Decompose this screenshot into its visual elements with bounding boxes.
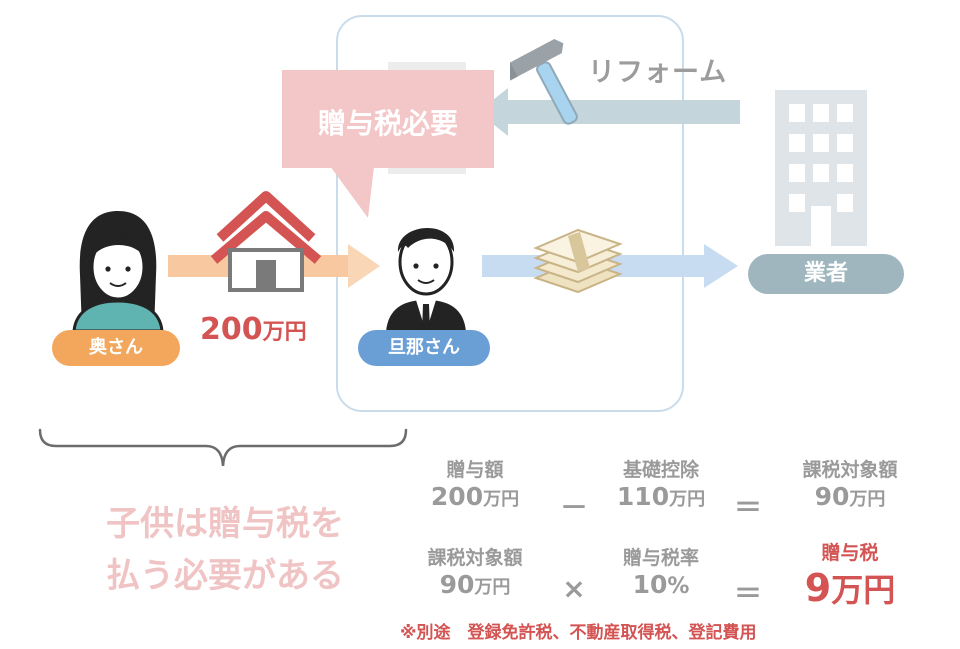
note-line-2: 払う必要がある [106,556,344,596]
hammer-icon [510,38,578,125]
brace-icon [38,428,408,467]
note-line-1: 子供は贈与税を [106,504,344,544]
row1-eq: ＝ [733,491,762,524]
row1-a-label: 贈与額 [446,459,504,481]
row2-c-num: 9 [804,566,832,610]
footnote: ※別途 登録免許税、不動産取得税、登記費用 [400,623,757,643]
row1-a: 贈与額 200万円 [410,455,540,511]
wife-label: 奥さん [52,330,180,366]
row1-b-num: 110 [616,482,670,511]
man-avatar-icon [386,227,466,332]
row1-op: － [559,491,588,524]
row1-c-label: 課税対象額 [802,459,898,481]
row2-a-label: 課税対象額 [427,547,523,569]
row1-b: 基礎控除 110万円 [596,455,726,511]
money-bundle-icon [533,228,623,294]
row1-c-num: 90 [814,482,850,511]
row2-a-num: 90 [439,570,475,599]
row2-b-unit: % [667,574,690,599]
row2-eq: ＝ [733,577,762,610]
row1-c: 課税対象額 90万円 [780,455,920,511]
row2-b-num: 10 [632,570,668,599]
gift-amount: 200万円 [200,312,307,347]
note-text: 子供は贈与税を 払う必要がある [60,498,390,602]
row1-b-label: 基礎控除 [622,459,699,481]
row2-c-label: 贈与税 [821,542,879,564]
row1-c-unit: 万円 [849,489,886,510]
row2-op: × [562,572,586,605]
reform-label: リフォーム [588,57,728,88]
row2-b-label: 贈与税率 [622,547,699,569]
gift-amount-number: 200 [200,312,263,347]
husband-frame [336,15,684,412]
row2-c-unit: 万円 [831,571,896,609]
gift-tax-balloon [282,70,494,218]
contractor-label: 業者 [748,254,904,294]
gift-tax-needed-text: 贈与税必要 [317,107,458,140]
row2-c: 贈与税 9万円 [780,538,920,611]
row2-a-unit: 万円 [474,577,511,598]
row2-a: 課税対象額 90万円 [410,543,540,599]
husband-label: 旦那さん [358,330,490,366]
row1-a-num: 200 [430,482,484,511]
building-icon [775,90,867,246]
gift-amount-unit: 万円 [262,320,307,345]
woman-avatar-icon [72,211,164,331]
row1-b-unit: 万円 [669,489,706,510]
row1-a-unit: 万円 [483,489,520,510]
row2-b: 贈与税率 10% [596,543,726,599]
house-icon [210,191,322,292]
